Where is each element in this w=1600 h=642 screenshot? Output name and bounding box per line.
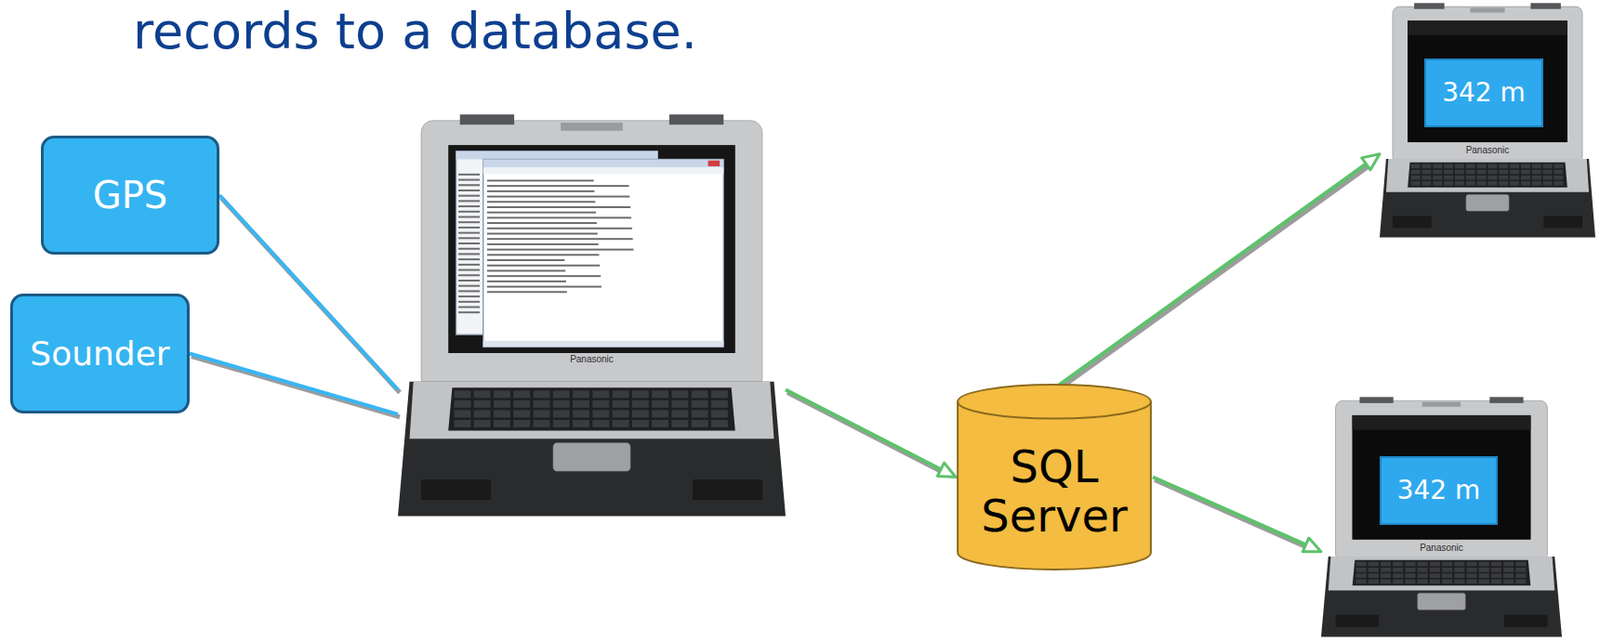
connector-line (189, 354, 398, 415)
connector-line (1152, 477, 1307, 546)
brand-label: Panasonic (1321, 542, 1562, 555)
connector (785, 390, 956, 478)
laptop: Panasonic 342 m (1321, 396, 1562, 640)
brand-label: Panasonic (397, 354, 786, 366)
device-name: GPS (92, 172, 169, 218)
laptop: Panasonic (397, 112, 786, 521)
connector (219, 195, 400, 394)
connector-shadow (191, 357, 400, 418)
depth-value: 342 m (1397, 475, 1481, 507)
depth-readout: 342 m (1424, 58, 1544, 128)
database-cylinder: SQL Server (955, 383, 1153, 572)
arrowhead (1302, 538, 1322, 553)
laptop-illustration (397, 112, 786, 521)
device-name: Sounder (29, 333, 170, 374)
connector-line (219, 195, 398, 391)
device-box: GPS (40, 135, 220, 255)
connector-line (1054, 163, 1366, 389)
arrowhead (937, 462, 956, 477)
connector (1054, 154, 1380, 392)
device-box: Sounder (10, 293, 190, 414)
laptop: Panasonic 342 m (1379, 1, 1596, 240)
arrowhead (1361, 154, 1380, 171)
depth-value: 342 m (1441, 77, 1526, 109)
brand-label: Panasonic (1379, 145, 1596, 157)
depth-readout: 342 m (1379, 456, 1498, 526)
slide-title: records to a database. (132, 3, 698, 60)
connector-line (785, 390, 941, 471)
connector (189, 354, 400, 418)
connector (1152, 477, 1322, 553)
connector-shadow (1056, 166, 1368, 392)
database-name: SQL Server (980, 442, 1127, 542)
